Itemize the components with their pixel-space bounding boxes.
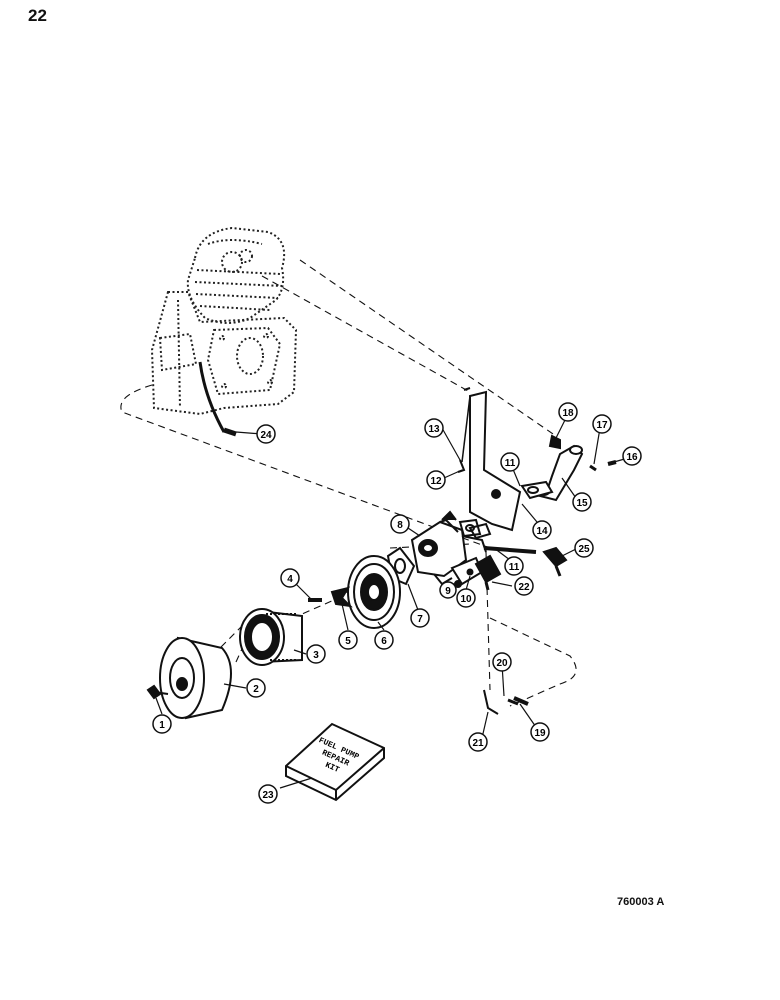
svg-text:12: 12 [430, 476, 442, 487]
clip-and-screw [308, 586, 353, 608]
svg-text:8: 8 [397, 520, 403, 531]
svg-text:17: 17 [596, 420, 608, 431]
callout-23: 23 [258, 784, 278, 804]
callout-21: 21 [468, 732, 488, 752]
governor-link [483, 689, 529, 715]
air-cleaner-base [347, 555, 401, 629]
svg-text:16: 16 [626, 452, 638, 463]
svg-text:13: 13 [428, 424, 440, 435]
callout-11-lower: 11 [504, 556, 524, 576]
callout-12: 12 [426, 470, 446, 490]
engine-block [150, 226, 298, 416]
svg-text:18: 18 [562, 408, 574, 419]
bracket [457, 387, 522, 532]
callout-24: 24 [256, 424, 276, 444]
callout-4: 4 [280, 568, 300, 588]
svg-text:4: 4 [287, 574, 293, 585]
svg-text:11: 11 [505, 458, 516, 469]
fuel-line [198, 361, 237, 437]
repair-kit-box: FUEL PUMP REPAIR KIT [285, 722, 385, 802]
callout-20: 20 [492, 652, 512, 672]
callout-22: 22 [514, 576, 534, 596]
callout-19: 19 [530, 722, 550, 742]
svg-text:25: 25 [578, 544, 590, 555]
svg-text:10: 10 [460, 594, 472, 605]
callout-16: 16 [622, 446, 642, 466]
svg-text:20: 20 [496, 658, 508, 669]
svg-text:15: 15 [576, 498, 588, 509]
air-cleaner-housing [159, 636, 232, 720]
callouts: 1 2 3 4 5 6 7 8 9 10 11 11 12 13 14 15 1… [152, 402, 642, 804]
callout-2: 2 [246, 678, 266, 698]
callout-18: 18 [558, 402, 578, 422]
svg-text:2: 2 [253, 684, 259, 695]
svg-text:14: 14 [536, 526, 548, 537]
svg-text:19: 19 [534, 728, 546, 739]
callout-3: 3 [306, 644, 326, 664]
callout-14: 14 [532, 520, 552, 540]
page-number: 22 [28, 6, 47, 25]
callout-9: 9 [439, 581, 457, 599]
callout-15: 15 [572, 492, 592, 512]
svg-text:11: 11 [509, 562, 520, 573]
svg-text:21: 21 [472, 738, 484, 749]
svg-text:22: 22 [518, 582, 530, 593]
carburetor-assembly [410, 510, 568, 591]
callout-25: 25 [574, 538, 594, 558]
wing-nut [146, 684, 169, 700]
callout-6: 6 [374, 630, 394, 650]
intake-elbow [520, 434, 617, 502]
callout-7: 7 [410, 608, 430, 628]
svg-text:3: 3 [313, 650, 319, 661]
svg-text:9: 9 [445, 586, 451, 597]
figure-code: 760003 A [617, 896, 665, 908]
callout-1: 1 [152, 714, 172, 734]
callout-5: 5 [338, 630, 358, 650]
callout-13: 13 [424, 418, 444, 438]
svg-text:5: 5 [345, 636, 351, 647]
svg-text:24: 24 [260, 430, 272, 441]
filter-element [239, 608, 303, 666]
svg-text:6: 6 [381, 636, 387, 647]
svg-text:23: 23 [262, 790, 274, 801]
callout-17: 17 [592, 414, 612, 434]
callout-11-upper: 11 [500, 452, 520, 472]
callout-10: 10 [456, 588, 476, 608]
svg-text:1: 1 [159, 720, 165, 731]
callout-8: 8 [390, 514, 410, 534]
svg-text:7: 7 [417, 614, 423, 625]
